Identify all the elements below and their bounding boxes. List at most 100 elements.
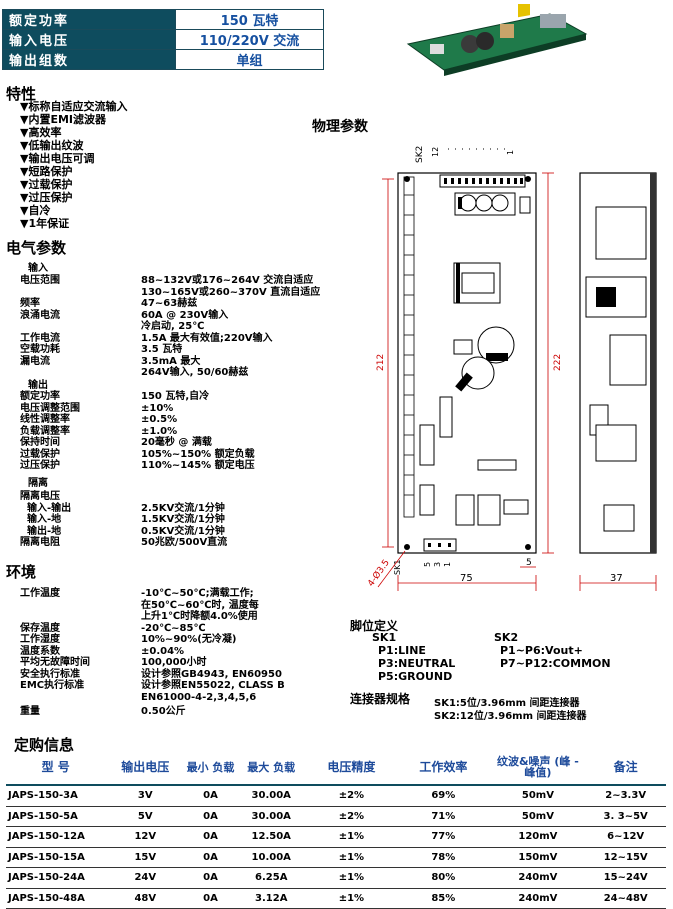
table-cell: 85% — [396, 888, 491, 909]
spec-label: 输出组数 — [2, 49, 176, 70]
col-header: 输出电压 — [105, 750, 186, 786]
table-cell: JAPS-150-24A — [6, 867, 106, 889]
table-cell: 50mV — [490, 785, 586, 807]
spec-line: 130~165V或260~370V 直流自适应 — [141, 286, 321, 298]
output-subtitle: 输出 — [28, 380, 48, 391]
table-cell: 0A — [185, 847, 236, 868]
table-cell: 50mV — [490, 806, 586, 827]
connector-spec: SK1:5位/3.96mm 间距连接器 — [434, 698, 580, 709]
table-cell: 120mV — [490, 826, 586, 848]
spec-line: 负载调整率±1.0% — [20, 425, 178, 437]
table-cell: 12~15V — [585, 847, 666, 868]
spec-line: 264V输入, 50/60赫兹 — [141, 367, 249, 378]
features-title: 特性 — [6, 85, 37, 103]
feature-item: ▼过载保护 — [20, 178, 73, 191]
feature-item: ▼1年保证 — [20, 217, 70, 230]
col-header: 备注 — [585, 750, 666, 786]
spec-line: 保存温度-20℃~85℃ — [20, 622, 206, 634]
table-cell: 3V — [105, 785, 186, 807]
table-cell: JAPS-150-3A — [6, 785, 106, 807]
features-list: ▼标称自适应交流输入 ▼内置EMI滤波器 ▼高效率 ▼低输出纹波 ▼输出电压可调… — [20, 100, 127, 230]
dim-75: 75 — [460, 573, 473, 584]
table-cell: JAPS-150-15A — [6, 847, 106, 868]
spec-line: EMC执行标准设计参照EN55022, CLASS B — [20, 680, 285, 691]
table-cell: 30.00A — [235, 785, 307, 807]
col-header: 型 号 — [6, 750, 106, 786]
connector-list: SK1:5位/3.96mm 间距连接器 SK2:12位/3.96mm 间距连接器 — [434, 697, 586, 723]
dim-37: 37 — [610, 573, 623, 584]
table-cell: 6~12V — [585, 826, 666, 848]
physical-title: 物理参数 — [312, 119, 368, 135]
table-cell: ±1% — [306, 867, 397, 889]
table-cell: 3. 3~5V — [585, 806, 666, 827]
sk1-pin: P5:GROUND — [378, 670, 453, 683]
spec-value: 150 瓦特 — [175, 9, 324, 30]
feature-item: ▼内置EMI滤波器 — [20, 113, 107, 126]
table-cell: 71% — [396, 806, 491, 827]
electrical-title: 电气参数 — [6, 239, 67, 257]
sk1-pin: P1:LINE — [378, 644, 426, 657]
spec-line: 安全执行标准设计参照GB4943, EN60950 — [20, 668, 282, 680]
col-header: 纹波&噪声 (峰 - 峰值) — [490, 750, 586, 786]
table-cell: 12.50A — [235, 826, 307, 848]
spec-label: 额定功率 — [2, 9, 176, 30]
table-cell: JAPS-150-12A — [6, 826, 106, 848]
pins-title: 脚位定义 — [350, 619, 399, 633]
sk1-pin5: 5 — [423, 562, 432, 567]
spec-value: 单组 — [175, 49, 324, 70]
spec-row: 输出组数单组 — [2, 49, 324, 70]
table-cell: ±1% — [306, 888, 397, 909]
mechanical-drawing: SK2 12 1 SK1 5 3 1 212 222 75 5 — [365, 146, 657, 591]
order-table: 型 号 输出电压 最小 负载 最大 负载 电压精度 工作效率 纹波&噪声 (峰 … — [6, 750, 666, 909]
sk2-pin: P7~P12:COMMON — [500, 657, 611, 670]
table-cell: 15~24V — [585, 867, 666, 889]
table-cell: 0A — [185, 867, 236, 889]
feature-item: ▼低输出纹波 — [20, 139, 84, 152]
col-header: 最小 负载 — [185, 750, 236, 786]
table-cell: 3.12A — [235, 888, 307, 909]
spec-line: 隔离电压 — [20, 491, 60, 502]
isolation-subtitle: 隔离 — [28, 478, 48, 489]
table-cell: 12V — [105, 826, 186, 848]
dim-5: 5 — [526, 558, 532, 568]
col-header: 最大 负载 — [235, 750, 307, 786]
sk2-title: SK2 — [494, 631, 519, 644]
table-cell: 78% — [396, 847, 491, 868]
table-cell: 24~48V — [585, 888, 666, 909]
table-cell: ±1% — [306, 847, 397, 868]
table-cell: JAPS-150-48A — [6, 888, 106, 909]
col-header: 电压精度 — [306, 750, 397, 786]
spec-line: 冷启动, 25℃ — [141, 321, 205, 332]
pin1-label: 1 — [506, 150, 515, 155]
table-cell: 240mV — [490, 888, 586, 909]
spec-value: 110/220V 交流 — [175, 29, 324, 50]
table-cell: 6.25A — [235, 867, 307, 889]
spec-line: EN61000-4-2,3,4,5,6 — [141, 691, 257, 703]
sk2-pin: P1~P6:Vout+ — [500, 644, 583, 657]
feature-item: ▼过压保护 — [20, 191, 73, 204]
